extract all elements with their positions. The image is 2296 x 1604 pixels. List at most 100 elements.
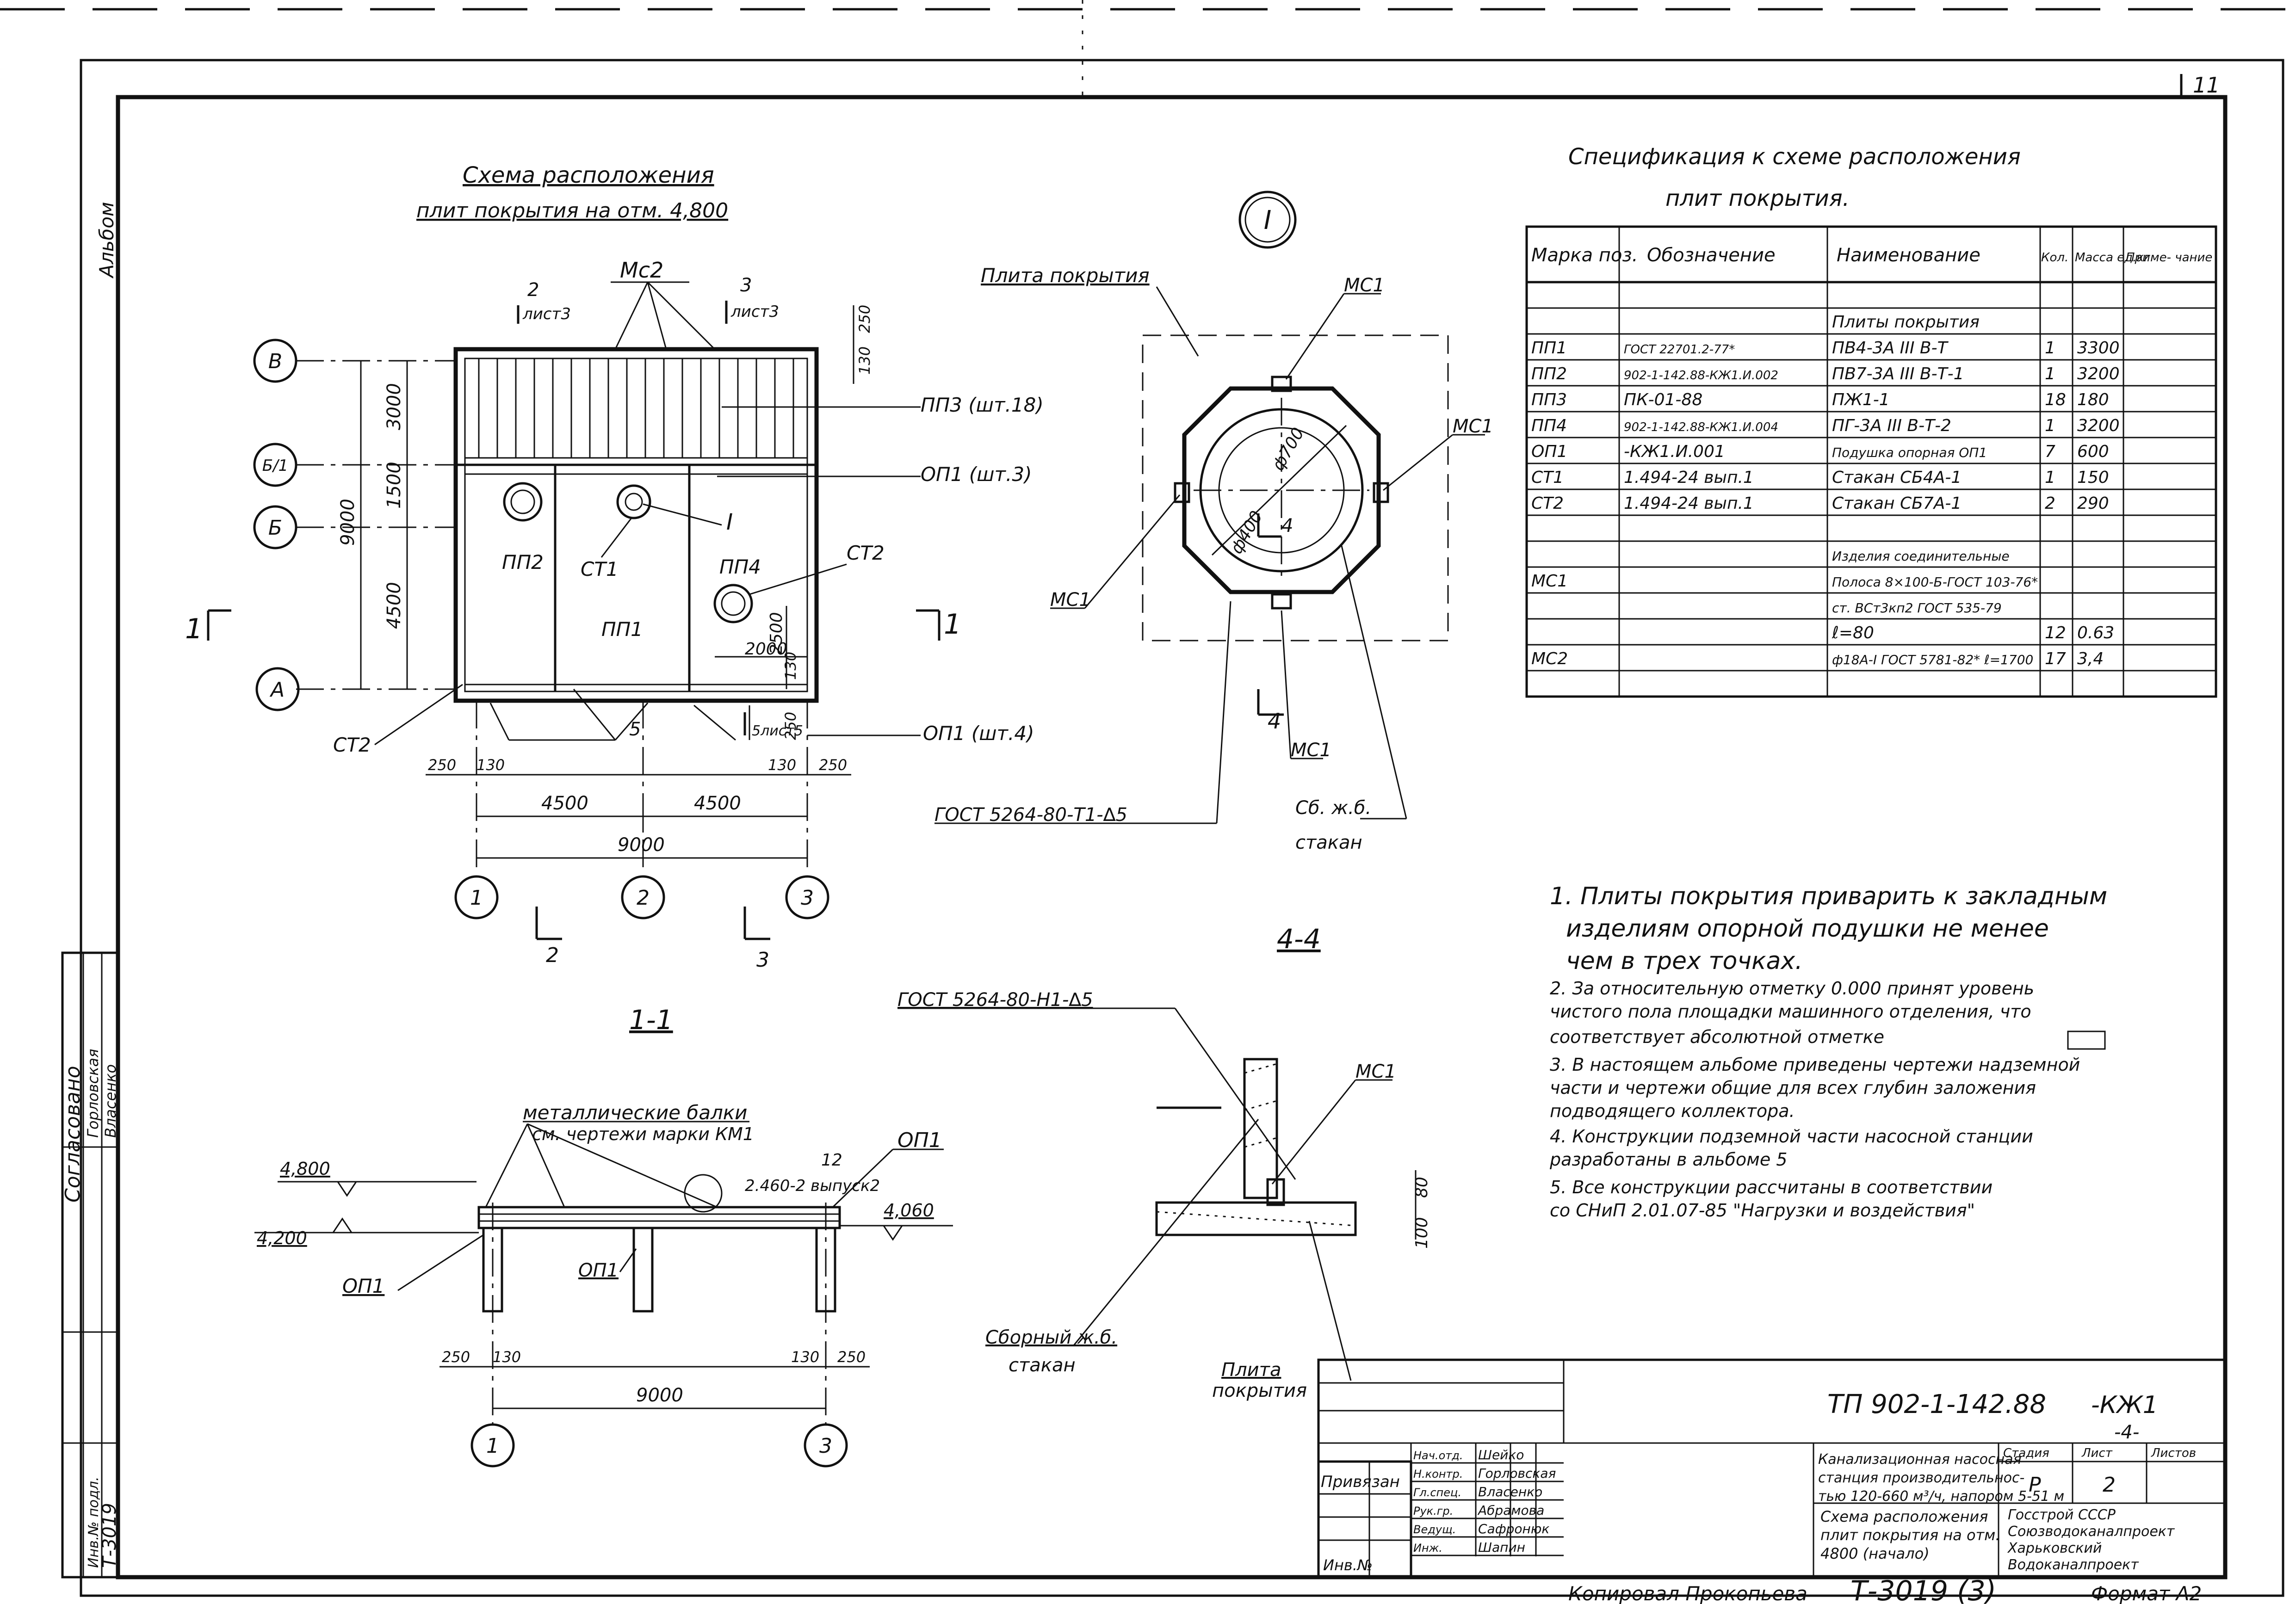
spec-cell: 1.494-24 вып.1 [1624, 468, 1754, 487]
spec-header: Марка поз. [1531, 245, 1638, 266]
spec-cell: Подушка опорная ОП1 [1832, 445, 1987, 460]
dim-250-r: 250 [782, 712, 799, 740]
tb-inv: Инв.№ [1323, 1556, 1373, 1574]
note-line: 2. За относительную отметку 0.000 принят… [1550, 978, 2034, 999]
spec-header: Наименование [1837, 245, 1980, 266]
spec-cell: 2 [2045, 494, 2055, 513]
sec11-title: 1-1 [629, 1004, 673, 1036]
axis-2-bubble [621, 875, 665, 919]
st1-label: СТ1 [581, 558, 619, 580]
pp1-label: ПП1 [601, 618, 643, 641]
sec44-mc1: МС1 [1355, 1061, 1396, 1082]
tb-name: Горловская [1478, 1466, 1556, 1481]
tb-drawing-line: 4800 (начало) [1820, 1545, 1930, 1562]
dim-2000: 2000 [745, 640, 787, 659]
title-block: ТП 902-1-142.88 -КЖ1 -4- Нач.отд.ШейкоН.… [1317, 1358, 2227, 1579]
axis-b1-label: Б/1 [262, 457, 288, 475]
sec44-gost: ГОСТ 5264-80-Н1-∆5 [897, 989, 1093, 1011]
st2-cup-right [713, 584, 753, 623]
beams-label-2: см. чертежи марки КМ1 [532, 1124, 754, 1144]
spec-cell: ОП1 [1531, 442, 1567, 461]
sec11-dim-9000: 9000 [636, 1385, 683, 1406]
note-line: чистого пола площадки машинного отделени… [1550, 1001, 2031, 1022]
inv-no-label: Инв.№ подл. [86, 1477, 102, 1568]
dim-3000: 3000 [384, 383, 405, 430]
sec4-mark-b: 4 [1268, 709, 1281, 734]
spec-cell: ПП4 [1531, 416, 1567, 435]
spec-cell: 7 [2045, 442, 2055, 461]
sec3-sheet: лист3 [730, 302, 779, 321]
node-mark-circle [1238, 191, 1297, 249]
spec-cell: Стакан СБ4А-1 [1832, 468, 1962, 487]
sec11-plates: 2.460-2 выпуск2 [745, 1177, 880, 1195]
sec44-sb-2: стакан [1009, 1355, 1076, 1376]
note-line: изделиям опорной подушки не менее [1566, 915, 2049, 943]
sec11-op1-mid: ОП1 [578, 1260, 619, 1281]
dim-250-bl: 250 [428, 756, 456, 774]
spec-cell: ПП3 [1531, 390, 1567, 409]
tb-sheet-hdr: Лист [2081, 1446, 2113, 1460]
spec-cell: 1 [2045, 468, 2055, 487]
dim-130-r: 130 [782, 652, 799, 680]
tb-name: Власенко [1478, 1484, 1542, 1499]
tb-role: Нач.отд. [1413, 1449, 1463, 1462]
sec44-dim-100: 100 [1412, 1217, 1431, 1249]
spec-cell: ПП1 [1531, 339, 1567, 358]
mark-I-label: I [726, 509, 733, 535]
spec-cell: ст. ВСт3кп2 ГОСТ 535-79 [1832, 600, 2002, 616]
dim-9000-h: 9000 [618, 834, 665, 856]
dim-4500-b: 4500 [694, 793, 741, 814]
st2-label-right: СТ2 [847, 542, 885, 564]
elev-4060: 4,060 [884, 1200, 934, 1221]
node-octagon [1182, 386, 1381, 594]
tb-code: ТП 902-1-142.88 [1827, 1389, 2046, 1419]
spec-cell: 3,4 [2077, 649, 2104, 668]
tb-name: Сафронюк [1478, 1521, 1549, 1536]
note-line: части и чертежи общие для всех глубин за… [1550, 1078, 2036, 1098]
spec-cell: ПК-01-88 [1624, 390, 1702, 409]
dim-250-br: 250 [819, 756, 847, 774]
tb-project-line: Канализационная насосная [1818, 1451, 2022, 1468]
tb-name: Шапин [1478, 1540, 1525, 1555]
inner-frame [116, 95, 2228, 1579]
spec-header: Приме- чание [2126, 251, 2212, 265]
axis-a-label: А [269, 678, 285, 702]
node-gost: ГОСТ 5264-80-Т1-∆5 [934, 804, 1127, 826]
svg-text:2: 2 [546, 944, 559, 967]
note-line: 3. В настоящем альбоме приведены чертежи… [1550, 1055, 2080, 1075]
node-slab-outline [1142, 334, 1449, 642]
spec-cell: ПГ-3А III В-Т-2 [1832, 416, 1951, 435]
dim-9000-v: 9000 [337, 499, 359, 546]
dim-130-bl: 130 [477, 756, 505, 774]
spec-cell: 12 [2045, 623, 2066, 642]
node-mc1-top: МС1 [1344, 275, 1385, 296]
spec-cell: 290 [2077, 494, 2109, 513]
tb-project-line: тью 120-660 м³/ч, напором 5-51 м [1818, 1488, 2064, 1505]
spec-cell: МС1 [1531, 572, 1568, 591]
sec44-sb-1: Сборный ж.б. [985, 1327, 1117, 1348]
sec11-dim-130-r: 130 [791, 1348, 819, 1366]
dim-4500-a: 4500 [541, 793, 588, 814]
footer-copied: Копировал Прокопьева [1568, 1582, 1807, 1604]
axis-1-label: 1 [470, 886, 483, 910]
spec-cell: 1 [2045, 364, 2055, 383]
note-line: подводящего коллектора. [1550, 1101, 1795, 1121]
tb-org-line: Харьковский [2007, 1540, 2102, 1556]
sec5-sheet: 5лист5 [752, 723, 803, 739]
tb-name: Абрамова [1477, 1503, 1544, 1518]
sec44-wall [1243, 1058, 1278, 1199]
tb-sheets-hdr: Листов [2151, 1446, 2196, 1460]
sec11-op1-top: ОП1 [897, 1129, 942, 1152]
beams-label-1: металлические балки [523, 1101, 747, 1124]
tb-stage-hdr: Стадия [2003, 1446, 2049, 1460]
spec-title-2: плит покрытия. [1665, 185, 1850, 211]
dim-250-top: 250 [856, 305, 873, 333]
tb-project-line: станция производительнос- [1818, 1470, 2024, 1486]
sec1-left: 1 [185, 613, 203, 645]
sec11-axis-3: 3 [819, 1434, 832, 1458]
spec-header: Кол. [2041, 251, 2068, 265]
note-line: 5. Все конструкции рассчитаны в соответс… [1550, 1177, 1993, 1197]
spec-cell: СТ2 [1531, 494, 1564, 513]
sec11-dim-12: 12 [821, 1151, 842, 1170]
spec-cell: 3200 [2077, 416, 2120, 435]
